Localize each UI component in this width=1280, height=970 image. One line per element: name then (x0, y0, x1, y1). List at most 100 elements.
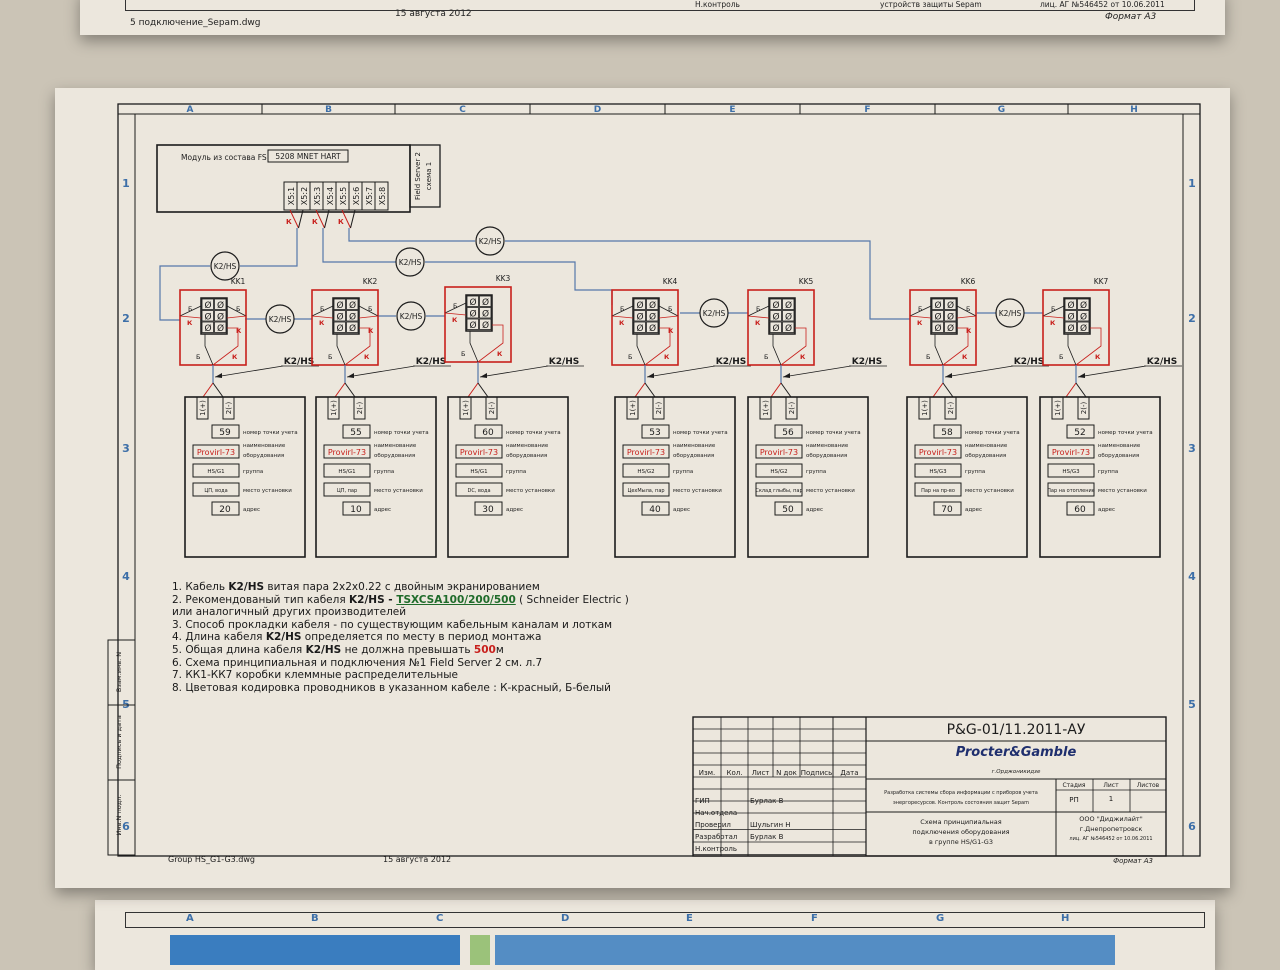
terminal-cell (479, 318, 492, 330)
cable-marker-label: K2/HS (269, 315, 292, 324)
signature-role: Н.контроль (695, 845, 737, 853)
address-label: адрес (965, 507, 982, 513)
signature-role: Проверил (695, 821, 731, 829)
terminal-label: X5:2 (300, 187, 309, 205)
equipment-label: оборудования (1098, 453, 1139, 459)
cable-marker-label: K2/HS (999, 309, 1022, 318)
white-wire (336, 334, 346, 366)
screw-terminal-icon: Ø (349, 323, 356, 334)
arrow-icon (783, 373, 790, 378)
main-sheet (55, 88, 1230, 888)
wire-red-label: К (236, 327, 242, 335)
address-value: 60 (1074, 505, 1086, 515)
terminal-cell (782, 298, 795, 310)
wire-white-label: Б (196, 353, 200, 361)
wire-red-label: К (668, 327, 674, 335)
address-box (474, 501, 503, 516)
screw-terminal-icon: Ø (636, 323, 643, 334)
terminal-cell (1077, 298, 1090, 310)
signature-name: Бурлак В (750, 797, 784, 805)
screw-terminal-icon: Ø (469, 309, 476, 320)
terminal-plus-label: 1(+) (199, 400, 207, 416)
drawing-name: Схема принципиальная (920, 818, 1002, 826)
red-wire (634, 382, 646, 398)
place-box (192, 482, 240, 497)
column-letter: A (187, 105, 194, 115)
terminal-plus-label: 1(+) (629, 400, 637, 416)
terminal-plus-label: 1(+) (1054, 400, 1062, 416)
cable-marker-label: K2/HS (703, 309, 726, 318)
bottom-column-letter: F (811, 913, 818, 924)
row-number-right: 6 (1188, 820, 1196, 833)
address-label: адрес (806, 507, 823, 513)
address-label: адрес (1098, 507, 1115, 513)
terminal-cell (333, 310, 346, 322)
leader-line (346, 365, 416, 378)
terminal-block (1063, 297, 1091, 335)
group-box (622, 463, 670, 478)
terminal-minus-label: 2(-) (788, 402, 796, 415)
note-6: 6. Схема принципиальная и подключения №1… (172, 656, 543, 669)
row-number-right: 4 (1188, 570, 1196, 583)
revision-header: Изм. (699, 769, 715, 777)
terminal-minus-label: 2(-) (225, 402, 233, 415)
white-wire (179, 305, 202, 317)
revision-header: N док (776, 769, 797, 777)
place-label: место установки (374, 488, 423, 494)
red-wire (212, 327, 239, 366)
white-wire (942, 382, 954, 398)
point-number-box (774, 424, 803, 439)
group-value: HS/G2 (637, 469, 654, 475)
screw-terminal-icon: Ø (934, 312, 941, 323)
column-letter: D (594, 105, 601, 115)
white-wire (909, 305, 932, 317)
column-letter: E (729, 105, 735, 115)
wire-white-label: Б (918, 305, 922, 313)
revision-header: Подпись (801, 769, 833, 777)
screw-terminal-icon: Ø (469, 297, 476, 308)
terminal-label: X5:3 (313, 187, 322, 205)
equipment-label: оборудования (243, 453, 284, 459)
top-sheet-cell3: лиц. АГ №546452 от 10.06.2011 (1040, 0, 1165, 9)
terminal-cell (944, 298, 957, 310)
note-1: 1. Кабель K2/HS витая пара 2x2x0.22 с дв… (172, 581, 540, 593)
red-wire (956, 315, 977, 319)
address-box (774, 501, 803, 516)
company-name: Procter&Gamble (956, 745, 1077, 760)
wire-white-label: Б (628, 353, 632, 361)
terminal-minus-label: 2(-) (947, 402, 955, 415)
screw-terminal-icon: Ø (772, 300, 779, 311)
signature-name: Шульгин Н (750, 821, 791, 829)
terminal-minus (353, 396, 366, 420)
terminal-cell (201, 310, 214, 322)
row-number-left: 6 (122, 820, 130, 833)
point-number: 60 (482, 428, 494, 438)
point-number-label: номер точки учета (506, 430, 561, 436)
screw-terminal-icon: Ø (349, 312, 356, 323)
red-wire (780, 327, 807, 366)
column-letter: H (1130, 105, 1138, 115)
point-number-label: номер точки учета (965, 430, 1020, 436)
terminal-plus (1051, 396, 1064, 420)
wire-white-label: Б (188, 305, 192, 313)
note-8: 8. Цветовая кодировка проводников в указ… (172, 681, 611, 694)
bottom-column-letter: G (936, 913, 945, 924)
point-number-box (641, 424, 670, 439)
arrow-icon (945, 373, 952, 378)
cable-marker-label: K2/HS (214, 262, 237, 271)
terminal-cell (1064, 298, 1077, 310)
screw-terminal-icon: Ø (934, 323, 941, 334)
cable-marker-circle (210, 251, 240, 281)
terminal-cell (333, 298, 346, 310)
point-number-label: номер точки учета (243, 430, 298, 436)
place-box (914, 482, 962, 497)
screw-terminal-icon: Ø (1067, 323, 1074, 334)
red-wire (770, 382, 782, 398)
equipment-box (1047, 444, 1095, 459)
red-wire (289, 209, 299, 229)
row-number-left: 2 (122, 312, 130, 325)
white-wire (644, 382, 656, 398)
equipment-label: оборудования (806, 453, 847, 459)
cable-route (322, 228, 396, 263)
device-box (447, 396, 569, 558)
